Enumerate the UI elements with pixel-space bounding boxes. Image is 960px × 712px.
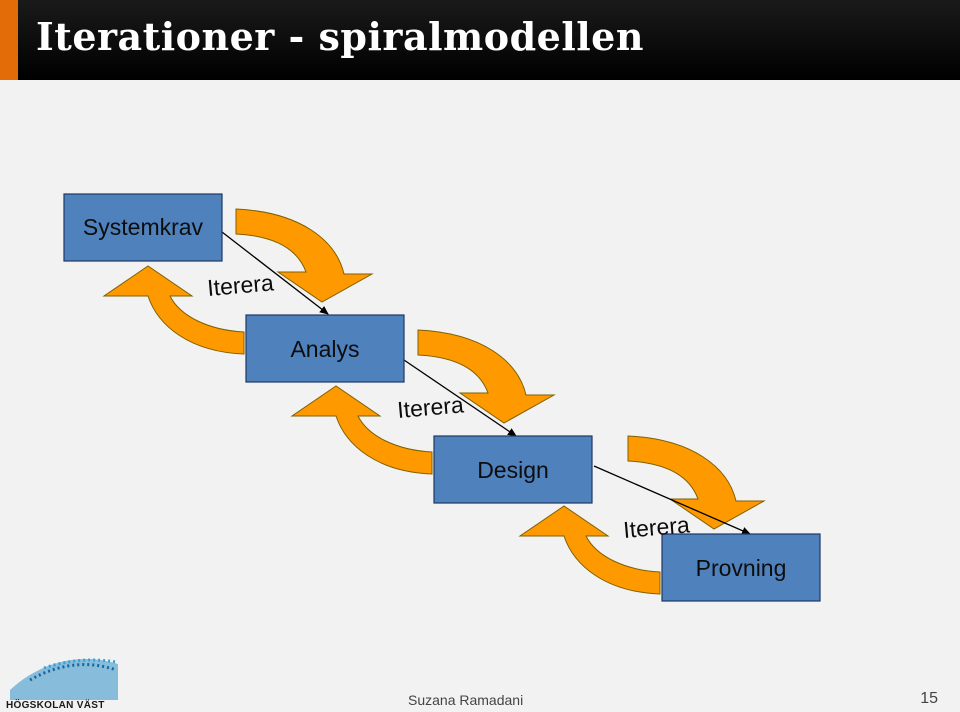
forward-curved-arrow-2 <box>417 329 556 424</box>
phase-box-provning: Provning <box>661 533 821 602</box>
phase-label-provning: Provning <box>696 555 787 581</box>
phase-box-systemkrav: Systemkrav <box>63 193 223 262</box>
connector-line-1 <box>221 231 329 315</box>
iterate-label-3: Iterera <box>622 511 691 543</box>
backward-curved-arrow-2 <box>290 385 433 475</box>
forward-curved-arrow-1 <box>235 208 374 303</box>
iterate-label-1: Iterera <box>206 269 275 301</box>
footer-author: Suzana Ramadani <box>408 692 524 708</box>
forward-curved-arrow-3 <box>627 435 766 530</box>
phase-label-design: Design <box>477 457 549 483</box>
page-number: 15 <box>920 690 938 707</box>
phase-label-systemkrav: Systemkrav <box>83 214 204 240</box>
connector-line-2 <box>403 359 517 437</box>
title-accent-bar <box>0 0 18 80</box>
backward-curved-arrow-1 <box>102 265 245 355</box>
backward-curved-arrow-3 <box>518 505 661 595</box>
connector-line-3 <box>593 465 751 535</box>
logo-text: HÖGSKOLAN VÄST <box>6 700 105 711</box>
phase-box-design: Design <box>433 435 593 504</box>
phase-label-analys: Analys <box>290 336 359 362</box>
phase-box-analys: Analys <box>245 314 405 383</box>
title-bar: Iterationer - spiralmodellen <box>0 0 960 80</box>
slide-title: Iterationer - spiralmodellen <box>36 14 644 59</box>
iterate-label-2: Iterera <box>396 391 465 423</box>
hogskolan-vast-logo <box>10 658 118 700</box>
